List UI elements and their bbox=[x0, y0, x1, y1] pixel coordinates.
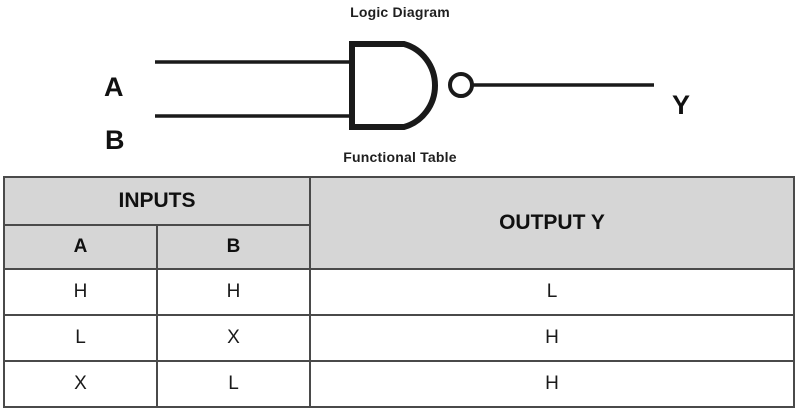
cell-a: X bbox=[3, 360, 158, 408]
cell-y: H bbox=[309, 360, 795, 408]
header-column-b: B bbox=[156, 224, 311, 270]
table-header-group-row: INPUTS OUTPUT Y bbox=[3, 176, 795, 270]
table-header-sub-row: A B bbox=[3, 224, 794, 270]
cell-b: H bbox=[156, 268, 311, 316]
functional-table-title: Functional Table bbox=[343, 149, 457, 165]
nand-gate-symbol bbox=[155, 41, 654, 130]
input-label-a: A bbox=[104, 72, 124, 102]
cell-a: H bbox=[3, 268, 158, 316]
inversion-bubble-icon bbox=[448, 72, 474, 98]
table-row: H H L bbox=[3, 268, 795, 316]
output-label-y: Y bbox=[672, 90, 691, 120]
header-output-y: OUTPUT Y bbox=[309, 176, 795, 270]
logic-diagram-title: Logic Diagram bbox=[350, 4, 450, 20]
cell-y: L bbox=[309, 268, 795, 316]
table-row: L X H bbox=[3, 314, 795, 362]
header-inputs: INPUTS bbox=[3, 176, 311, 226]
logic-diagram: A B Y bbox=[0, 26, 800, 154]
cell-b: X bbox=[156, 314, 311, 362]
table-row: X L H bbox=[3, 360, 795, 408]
and-gate-body bbox=[349, 41, 438, 130]
input-label-b: B bbox=[105, 125, 125, 155]
cell-y: H bbox=[309, 314, 795, 362]
functional-table: INPUTS OUTPUT Y A B H H L L X H X L H bbox=[3, 176, 795, 408]
cell-a: L bbox=[3, 314, 158, 362]
cell-b: L bbox=[156, 360, 311, 408]
header-column-a: A bbox=[3, 224, 158, 270]
